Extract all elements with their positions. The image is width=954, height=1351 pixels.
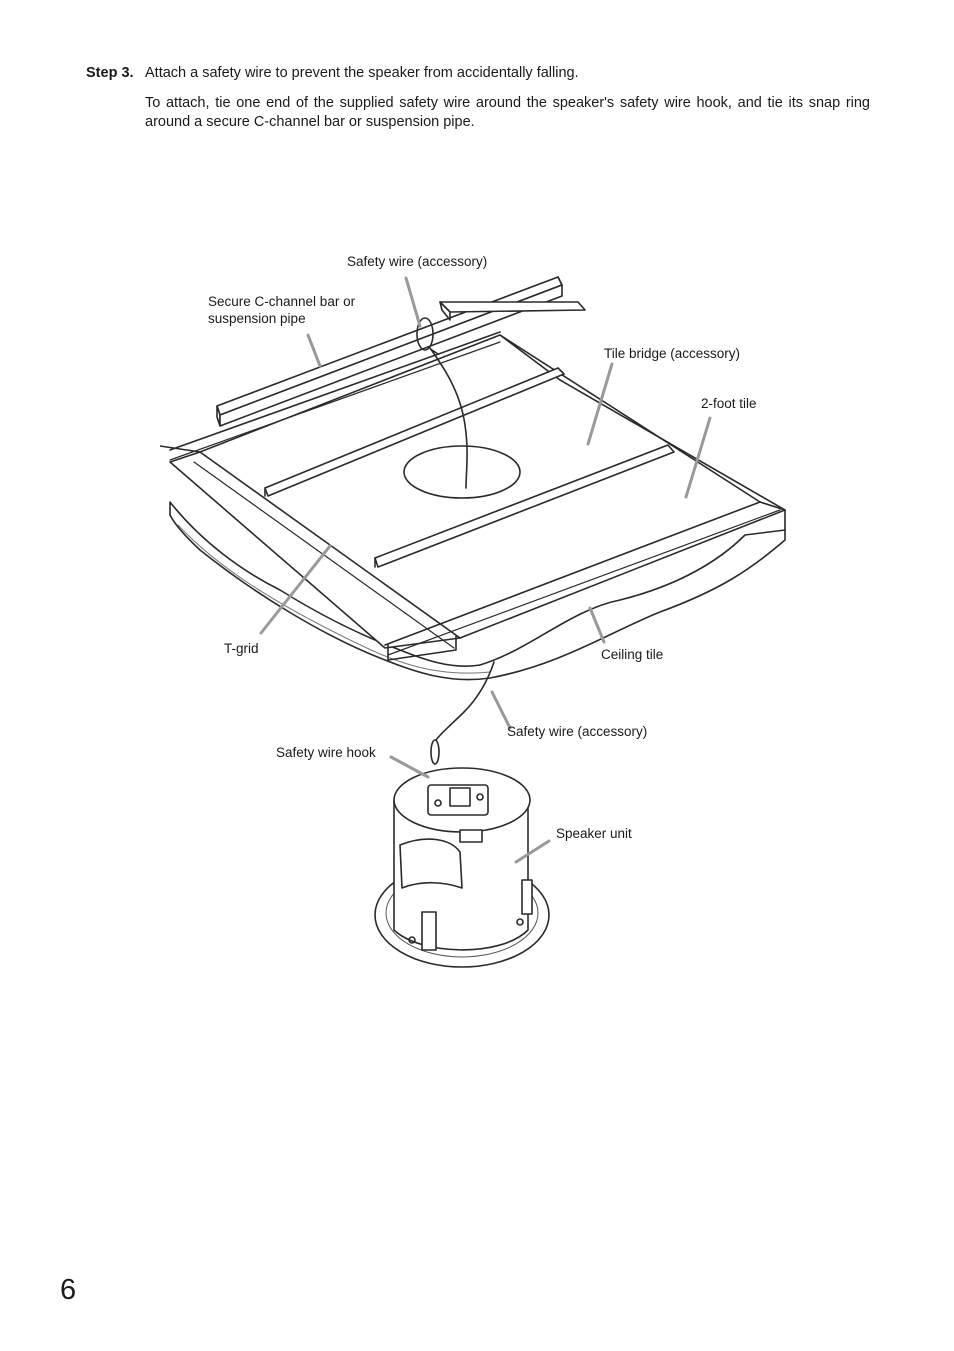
leader-lines <box>259 276 712 864</box>
speaker-hole <box>403 445 521 499</box>
safety-wire-top <box>416 317 468 489</box>
step-title: Attach a safety wire to prevent the spea… <box>145 65 579 81</box>
label-c-channel-line2: suspension pipe <box>208 311 306 326</box>
rear-main-tee <box>439 301 586 321</box>
step-number: Step 3. <box>86 65 134 81</box>
label-safety-wire-top: Safety wire (accessory) <box>347 254 487 269</box>
label-speaker-unit: Speaker unit <box>556 826 632 841</box>
label-c-channel-line1: Secure C-channel bar or <box>208 294 356 309</box>
callout-labels: Safety wire (accessory) Secure C-channel… <box>208 254 757 841</box>
page-number: 6 <box>60 1274 77 1306</box>
label-safety-wire-hook: Safety wire hook <box>276 745 376 760</box>
step-instructions: To attach, tie one end of the supplied s… <box>145 95 870 130</box>
ceiling-tile-body <box>169 501 786 681</box>
installation-figure: Safety wire (accessory) Secure C-channel… <box>160 254 786 968</box>
label-safety-wire-bottom: Safety wire (accessory) <box>507 724 647 739</box>
label-t-grid: T-grid <box>224 641 259 656</box>
speaker-unit-drawing <box>374 767 550 968</box>
label-ceiling-tile: Ceiling tile <box>601 647 663 662</box>
step-heading: Step 3. Attach a safety wire to prevent … <box>86 64 870 83</box>
tile-bridges <box>264 367 675 568</box>
label-tile-bridge: Tile bridge (accessory) <box>604 346 740 361</box>
safety-wire-bottom <box>430 661 495 765</box>
step-3: Step 3. Attach a safety wire to prevent … <box>86 64 870 147</box>
label-two-foot-tile: 2-foot tile <box>701 396 757 411</box>
